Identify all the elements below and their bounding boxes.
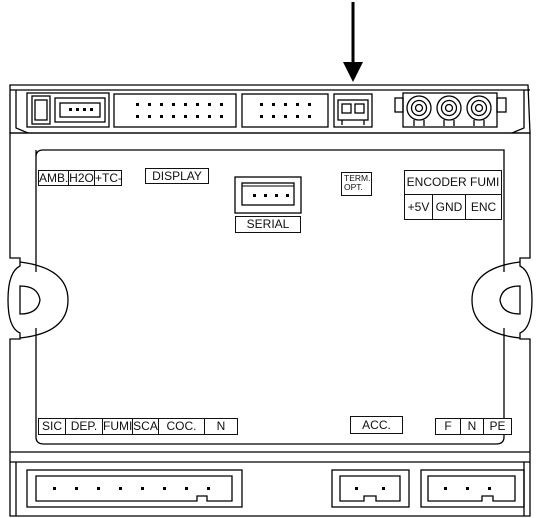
label-fumi: FUMI <box>102 418 133 435</box>
label-encoder-title: ENCODER FUMI <box>404 170 502 195</box>
connector-term-opt <box>333 93 373 128</box>
label-plus5v: +5V <box>404 194 433 220</box>
connector-serial <box>234 176 302 214</box>
label-display: DISPLAY <box>145 168 209 184</box>
label-enc: ENC <box>465 194 502 220</box>
label-term: TERM. <box>344 173 371 183</box>
connector-top-10pin <box>241 93 329 128</box>
connector-encoder <box>394 92 507 128</box>
label-term-opt: TERM. OPT. <box>341 172 372 196</box>
indicator-arrow <box>343 2 363 82</box>
label-n-left: N <box>204 418 238 435</box>
label-sca: SCA <box>132 418 159 435</box>
label-n-right: N <box>460 418 484 435</box>
label-h2o: H2O <box>68 170 95 186</box>
connector-top-left-pins <box>69 108 93 111</box>
label-tc: +TC- <box>94 170 122 186</box>
label-coc: COC. <box>158 418 205 435</box>
label-pe: PE <box>483 418 512 435</box>
label-sic: SIC <box>38 418 66 435</box>
label-opt: OPT. <box>344 182 363 192</box>
label-amb: AMB. <box>38 170 69 186</box>
label-f: F <box>435 418 461 435</box>
connector-bottom-power <box>420 469 525 508</box>
label-acc: ACC. <box>350 416 403 434</box>
connector-bottom-main <box>26 469 243 508</box>
label-serial: SERIAL <box>235 216 301 233</box>
connector-top-left <box>26 92 110 128</box>
label-gnd: GND <box>432 194 466 220</box>
label-dep: DEP. <box>65 418 103 435</box>
connector-bottom-acc <box>331 469 410 508</box>
connector-top-16pin <box>113 93 237 128</box>
